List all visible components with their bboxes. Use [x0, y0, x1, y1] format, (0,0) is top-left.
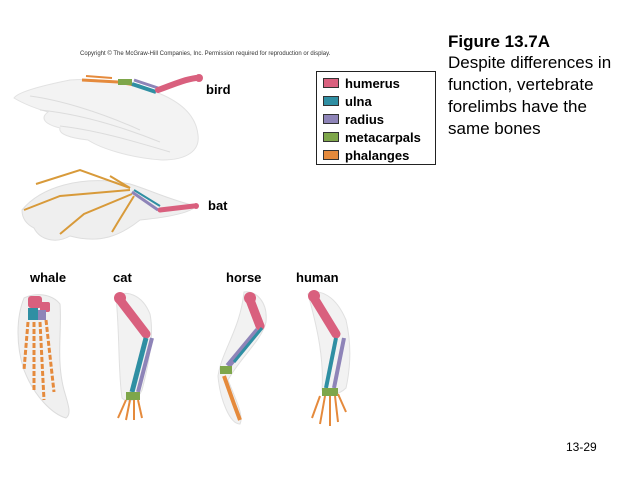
legend-item-phalanges: phalanges — [323, 147, 409, 163]
legend-item-radius: radius — [323, 111, 384, 127]
legend-item-ulna: ulna — [323, 93, 372, 109]
human-label: human — [296, 270, 339, 285]
bat-label: bat — [208, 198, 228, 213]
bird-wing-illustration — [13, 74, 203, 161]
metacarpals-swatch — [323, 132, 339, 142]
ulna-swatch — [323, 96, 339, 106]
whale-flipper-illustration — [17, 294, 70, 419]
bat-wing-illustration — [21, 168, 199, 241]
horse-forelimb-illustration — [217, 291, 267, 425]
page-number: 13-29 — [566, 440, 597, 454]
legend-item-metacarpals: metacarpals — [323, 129, 421, 145]
humerus-swatch — [323, 78, 339, 88]
cat-label: cat — [113, 270, 132, 285]
legend-label: metacarpals — [345, 129, 421, 145]
horse-label: horse — [226, 270, 262, 285]
human-arm-illustration — [307, 290, 351, 426]
legend-item-humerus: humerus — [323, 75, 400, 91]
bone-legend: humerus ulna radius metacarpals phalange… — [316, 71, 436, 165]
legend-label: radius — [345, 111, 385, 127]
radius-swatch — [323, 114, 339, 124]
cat-forelimb-illustration — [114, 292, 154, 421]
bird-label: bird — [206, 82, 231, 97]
whale-label: whale — [30, 270, 67, 285]
legend-label: phalanges — [345, 147, 410, 163]
figure-title: Figure 13.7A — [448, 32, 551, 51]
copyright-notice: Copyright © The McGraw-Hill Companies, I… — [80, 51, 331, 57]
phalanges-swatch — [323, 150, 339, 160]
figure-caption: Despite differences in function, vertebr… — [448, 53, 612, 138]
legend-label: ulna — [345, 93, 372, 109]
legend-label: humerus — [345, 75, 400, 91]
